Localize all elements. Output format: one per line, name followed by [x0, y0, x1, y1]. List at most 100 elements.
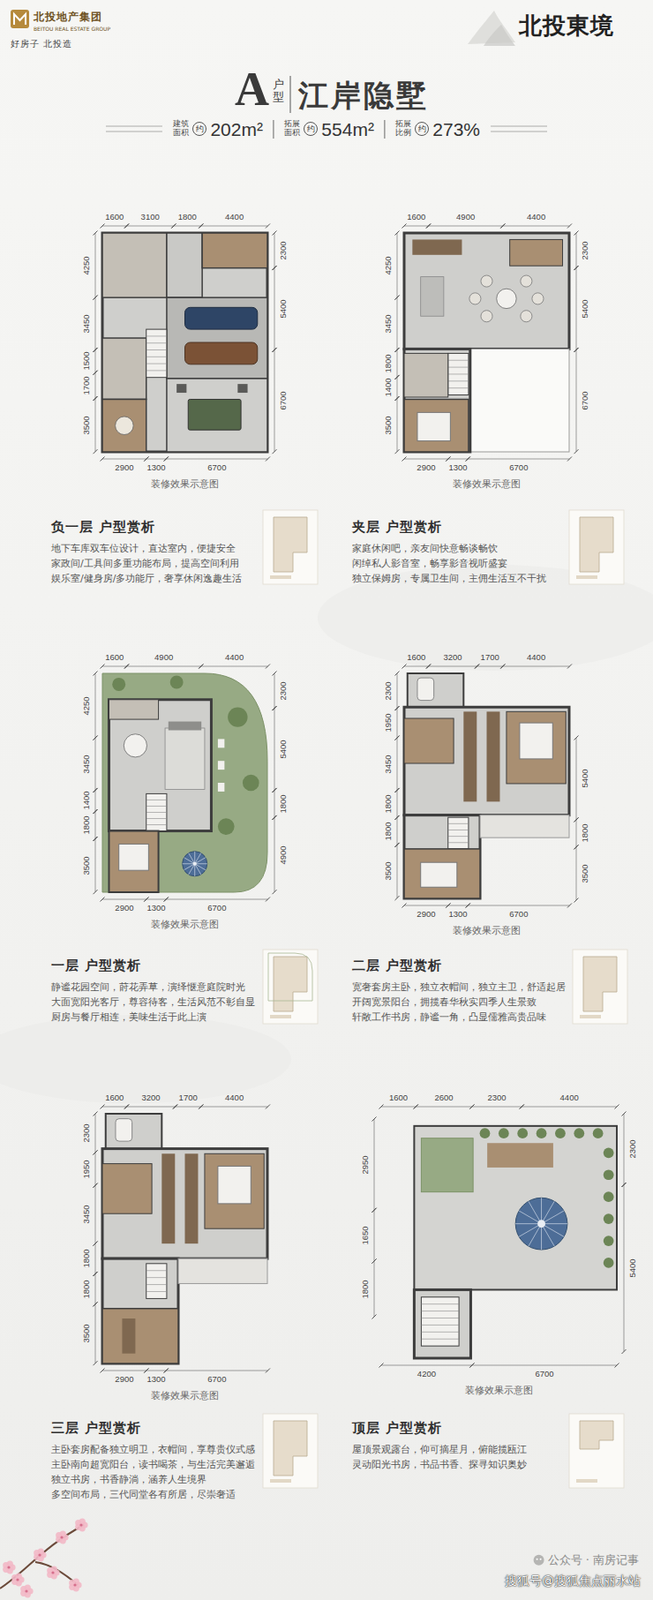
blossom-decoration: [15, 1573, 23, 1580]
dimension-line: [102, 1370, 147, 1372]
dimension-line: [124, 1104, 129, 1110]
dimension: 1800: [383, 794, 393, 813]
dimension-line: [127, 225, 174, 227]
company-logo-english: BEITOU REAL ESTATE GROUP: [33, 25, 111, 32]
dimension-line: [567, 224, 572, 229]
floor-plan: [108, 699, 211, 832]
dimension: 3500: [82, 1324, 91, 1344]
dimension-line: [265, 1368, 271, 1374]
dimension-line: [402, 903, 407, 909]
floor-plan: [170, 675, 184, 689]
floor-plan: [102, 1163, 152, 1215]
slogan: 好房子 北投造: [10, 38, 73, 50]
dimension: 3450: [82, 1205, 91, 1224]
dimension-line: [448, 905, 468, 907]
watermark: 公众号 · 南房记事: [547, 1553, 639, 1568]
dimension-line: [500, 224, 505, 229]
blossom-decoration: [73, 1578, 80, 1585]
header-graphics: [490, 131, 548, 133]
floor-plan: [480, 1127, 491, 1139]
dimension-line: [265, 457, 271, 462]
dimension-line: [415, 1106, 473, 1108]
watermark-icon: [533, 1554, 545, 1566]
unit-type-letter: A: [234, 65, 270, 113]
dimension-line: [615, 1104, 620, 1110]
dimension: 1300: [146, 463, 166, 473]
header-graphics: [14, 14, 26, 25]
floor-plan: [105, 1113, 163, 1151]
dimension: 1600: [406, 212, 426, 222]
floor-plan: [404, 815, 481, 899]
dimension-line: [127, 666, 202, 668]
dimension-line: [469, 1104, 474, 1110]
dimension-line: [574, 265, 579, 271]
section-text: 闲绰私人影音室，畅享影音视听盛宴: [352, 555, 547, 571]
dimension-line: [404, 666, 429, 668]
thumbnail-plan: [270, 575, 292, 579]
section-heading: 二层 户型赏析: [352, 956, 566, 975]
header-graphics: [105, 131, 163, 133]
floor-plan: [470, 348, 570, 452]
floor-plan: [166, 232, 203, 298]
floor-plan: [102, 232, 268, 452]
dimension-line: [164, 897, 169, 902]
section-text: 独立书房，书香静淌，涵养人生境界: [51, 1471, 256, 1487]
dimension: 4400: [526, 653, 546, 662]
area-value: 554m²: [321, 120, 375, 139]
section-text: 宽奢套房主卧，独立衣帽间，独立主卫，舒适起居: [352, 979, 566, 995]
floor-plan: [413, 1125, 617, 1291]
floor-plan: [448, 380, 469, 382]
dimension-line: [576, 847, 578, 901]
blossom-decoration: [51, 1570, 54, 1574]
floor-description: 二层 户型赏析宽奢套房主卧，独立衣帽间，独立主卫，舒适起居开阔宽景阳台，拥揽春华…: [352, 956, 566, 1025]
render-caption: 装修效果示意图: [150, 478, 219, 490]
floor-plan: [420, 1138, 473, 1193]
dimension-line: [622, 1182, 627, 1187]
floor-plan: [603, 1191, 615, 1202]
floor-plan: [420, 1310, 459, 1312]
dimension: 1600: [406, 653, 426, 662]
dimension-line: [143, 1368, 149, 1374]
floor-plan: [536, 1127, 548, 1139]
watermark-icon: [533, 1554, 545, 1566]
floor-plan: [121, 1318, 136, 1354]
dimension-line: [272, 815, 278, 820]
floor-plan: [404, 232, 570, 349]
dimension: 3200: [141, 1093, 160, 1103]
dimension-line: [175, 1106, 202, 1108]
floor-plan: [178, 1258, 268, 1284]
dimension-line: [93, 1149, 98, 1155]
dimension-line: [274, 268, 276, 351]
floor-plan: [108, 831, 158, 893]
dimension-line: [95, 737, 97, 790]
dimension-line: [502, 666, 571, 668]
dimension: 2300: [628, 1140, 638, 1159]
floor-plan: [102, 1148, 268, 1260]
dimension-line: [100, 457, 106, 462]
dimension: 4400: [225, 653, 244, 662]
floor-plan: [498, 1127, 510, 1139]
render-caption: 装修效果示意图: [150, 1389, 219, 1402]
dimension: 1800: [360, 1279, 370, 1299]
dimension-line: [201, 1106, 269, 1108]
dimension-line: [93, 1241, 98, 1246]
render-caption: 装修效果示意图: [452, 924, 521, 937]
dimension-line: [395, 815, 400, 820]
dimension: 1800: [178, 212, 197, 222]
dimension-line: [95, 1152, 97, 1186]
dimension: 1950: [383, 713, 393, 733]
header-graphics: [105, 126, 163, 128]
floor-plan: [217, 760, 225, 770]
section-heading: 一层 户型赏析: [51, 956, 256, 975]
thumbnail-plan: [262, 510, 628, 1488]
dimension: 3500: [383, 415, 393, 435]
dimension-line: [397, 376, 398, 398]
dimension-line: [576, 737, 578, 820]
dimension: 3450: [82, 314, 91, 333]
dimension-line: [93, 231, 98, 236]
dimension: 1300: [146, 903, 166, 913]
floor-plan: [115, 1118, 133, 1141]
dimension-line: [404, 225, 429, 227]
dimension-line: [274, 817, 276, 892]
